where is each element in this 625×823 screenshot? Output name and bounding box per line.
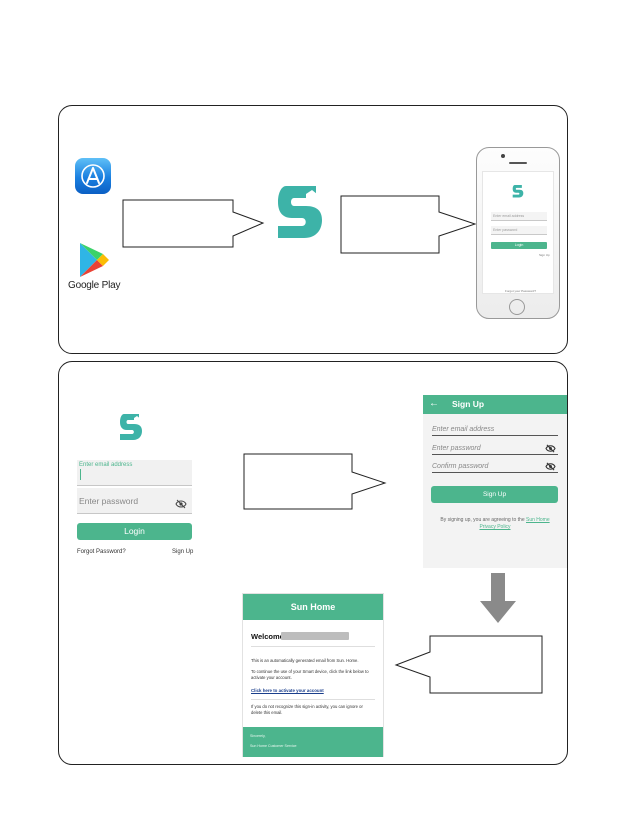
phone-mockup: Enter email address Enter password Login… (476, 147, 560, 319)
sign-up-title: Sign Up (452, 399, 485, 409)
email-paragraph-3: If you do not recognize this sign-in act… (251, 704, 363, 715)
terms-link-sun-home[interactable]: Sun Home (526, 517, 550, 523)
activation-email: Sun Home Welcome This is an automaticall… (242, 593, 384, 757)
eye-off-icon[interactable] (175, 496, 187, 514)
sign-up-link[interactable]: Sign Up (172, 549, 194, 555)
sign-up-email-input[interactable]: Enter email address (432, 424, 558, 436)
email-header: Sun Home (243, 594, 383, 620)
sun-home-logo-icon (276, 182, 324, 245)
login-screen: Enter email address Enter password Login… (67, 404, 199, 567)
mini-email-input[interactable]: Enter email address (491, 212, 547, 221)
divider (251, 699, 375, 700)
eye-off-icon[interactable] (545, 444, 556, 457)
sign-up-header: ← Sign Up (423, 395, 567, 414)
sign-up-screen: ← Sign Up Enter email address Enter pass… (423, 395, 567, 568)
forgot-password-link[interactable]: Forgot Password? (77, 549, 126, 555)
back-arrow-icon[interactable]: ← (429, 398, 439, 409)
sign-up-confirm-input[interactable]: Confirm password (432, 461, 558, 473)
email-field[interactable]: Enter email address (77, 460, 192, 486)
email-paragraph-2: To continue the use of your Smart device… (251, 669, 369, 680)
callout-arrow-4 (394, 635, 543, 694)
google-play-label: Google Play (68, 280, 121, 291)
down-arrow (480, 573, 516, 623)
field-underline (77, 485, 192, 486)
terms-text: By signing up, you are agreeing to the S… (423, 517, 567, 531)
text-cursor (80, 469, 81, 480)
callout-arrow-1 (122, 199, 265, 248)
divider (251, 646, 375, 647)
email-signoff: Sincerely, (250, 734, 266, 738)
email-footer: Sincerely, Sun Home Customer Service (243, 727, 383, 757)
sign-up-password-placeholder: Enter password (432, 445, 481, 452)
field-underline (77, 513, 192, 514)
sign-up-password-input[interactable]: Enter password (432, 443, 558, 455)
camera-icon (501, 154, 505, 158)
redacted-name (281, 632, 349, 640)
email-field-label: Enter email address (79, 462, 133, 468)
mini-password-input[interactable]: Enter password (491, 226, 547, 235)
activate-account-link[interactable]: Click here to activate your account (251, 688, 324, 693)
phone-screen: Enter email address Enter password Login… (482, 171, 554, 294)
login-button[interactable]: Login (77, 523, 192, 540)
terms-link-privacy[interactable]: Privacy Policy (479, 524, 511, 530)
google-play-icon (72, 240, 112, 280)
sign-up-confirm-placeholder: Confirm password (432, 463, 489, 470)
callout-arrow-3 (243, 453, 387, 510)
sun-home-logo-icon (512, 184, 524, 203)
mini-sign-up-link[interactable]: Sign Up (539, 253, 550, 257)
mini-forgot-link[interactable]: Forgot your Password? (505, 289, 537, 293)
password-field[interactable]: Enter password (77, 488, 192, 514)
email-welcome: Welcome (251, 632, 284, 641)
email-paragraph-1: This is an automatically generated email… (251, 658, 359, 663)
email-signature: Sun Home Customer Service (250, 744, 297, 748)
terms-prefix: By signing up, you are agreeing to the (440, 517, 525, 523)
eye-off-icon[interactable] (545, 462, 556, 475)
app-store-icon (75, 158, 111, 194)
speaker-grille (509, 162, 527, 164)
sign-up-button[interactable]: Sign Up (431, 486, 558, 503)
mini-login-button[interactable]: Login (491, 242, 547, 249)
sun-home-logo-icon (119, 412, 143, 446)
password-placeholder: Enter password (79, 496, 139, 506)
home-button (509, 299, 525, 315)
callout-arrow-2 (340, 195, 477, 254)
